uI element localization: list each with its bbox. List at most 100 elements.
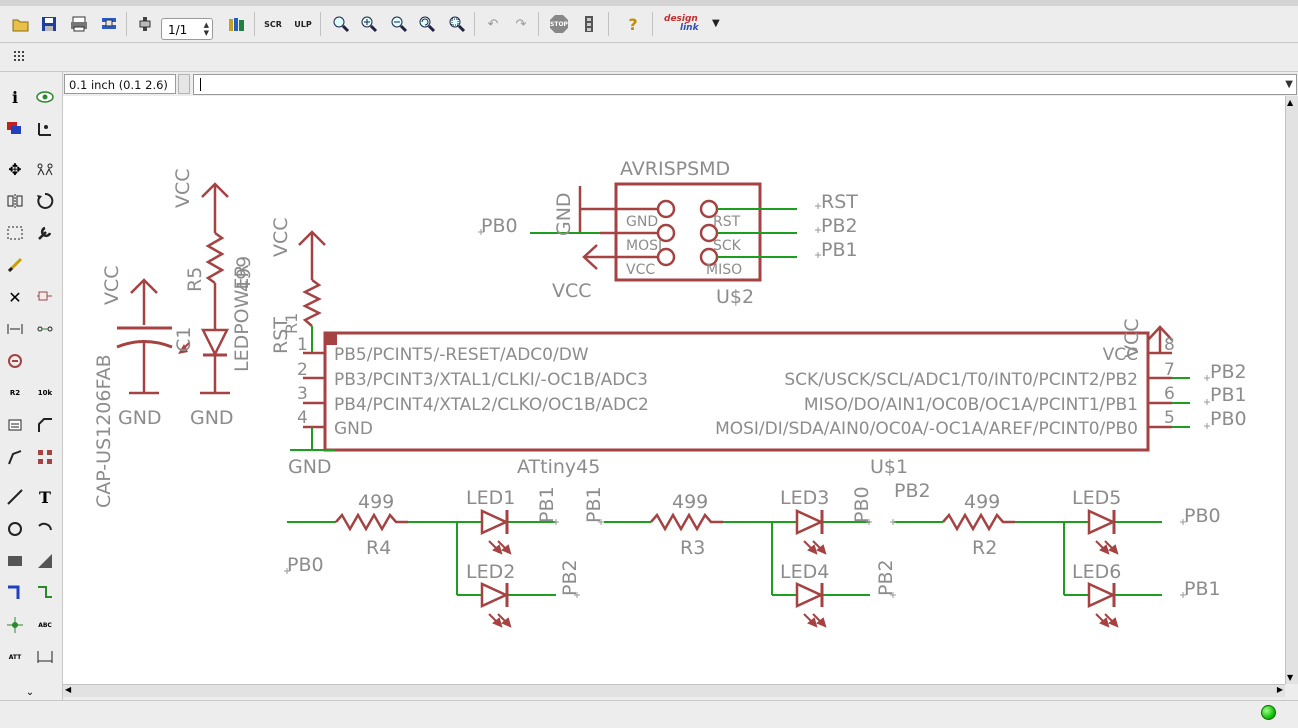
open-icon[interactable]	[10, 13, 32, 35]
ulp-button[interactable]: ULP	[294, 19, 312, 29]
stop-button[interactable]	[548, 13, 570, 35]
board-switch-icon[interactable]	[134, 13, 156, 35]
delete-icon[interactable]: ✕	[8, 287, 22, 307]
zoom-select-icon[interactable]	[446, 13, 468, 35]
page-spinbox[interactable]: 1/1 ▲▼	[161, 18, 213, 40]
net-label-gnd-c1: GND	[118, 407, 162, 429]
vertical-scrollbar[interactable]: ▲ ▼	[1285, 96, 1298, 684]
dimension-icon[interactable]	[33, 645, 57, 669]
scroll-down-icon[interactable]: ▼	[1287, 673, 1294, 682]
net-label-vcc-r5: VCC	[172, 168, 194, 208]
page-value: 1/1	[168, 23, 188, 37]
pinswap-icon[interactable]	[3, 317, 27, 341]
ic-pin-num-2: 2	[297, 360, 308, 380]
schematic-drawing: VCC C1 CAP-US1206FAB GND VCC R5 499 LEDP…	[93, 158, 1247, 628]
cam-processor-icon[interactable]	[98, 13, 120, 35]
capacitor-ref-label: C1	[173, 327, 195, 352]
ic-pin-num-5: 5	[1164, 408, 1175, 428]
mirror-icon[interactable]	[3, 189, 27, 213]
net-label-pb0-ic: PB0	[1210, 408, 1247, 430]
help-icon[interactable]: ?	[628, 14, 638, 34]
resistor-r1[interactable]	[298, 230, 326, 354]
smash-icon[interactable]	[3, 413, 27, 437]
schematic-canvas[interactable]: VCC C1 CAP-US1206FAB GND VCC R5 499 LEDP…	[63, 96, 1285, 684]
zoom-fit-icon[interactable]	[330, 13, 352, 35]
net-label-pb2-led2: PB2	[559, 559, 581, 596]
grid-icon[interactable]	[10, 46, 32, 68]
resistor-r4-value: 499	[358, 491, 394, 513]
led-group-3[interactable]	[894, 509, 1162, 628]
coordinate-button[interactable]	[178, 74, 190, 94]
capacitor-package-label: CAP-US1206FAB	[93, 354, 115, 508]
redo-icon[interactable]: ↷	[515, 16, 527, 32]
command-history-dropdown-icon[interactable]: ▼	[1285, 79, 1293, 90]
spin-arrows-icon[interactable]: ▲▼	[203, 21, 209, 37]
attribute-button[interactable]: ATT	[8, 653, 22, 661]
ic-ref-label: U$1	[870, 456, 908, 478]
command-input[interactable]: ▼	[193, 74, 1297, 95]
designlink-dropdown-icon[interactable]: ▼	[712, 18, 720, 29]
undo-icon[interactable]: ↶	[487, 16, 499, 32]
scroll-up-icon[interactable]: ▲	[1287, 98, 1294, 107]
net-label-pb0-led3: PB0	[851, 486, 873, 523]
isp-pin-sck: SCK	[713, 238, 742, 254]
junction-icon[interactable]	[3, 613, 27, 637]
display-layers-icon[interactable]	[3, 117, 27, 141]
more-tools-icon[interactable]: ⌄	[25, 686, 35, 698]
ic-attiny45[interactable]	[290, 325, 1190, 452]
go-icon[interactable]	[578, 13, 600, 35]
show-icon[interactable]	[33, 85, 57, 109]
arc-icon[interactable]	[33, 517, 57, 541]
capacitor-c1[interactable]	[116, 278, 190, 395]
miter-icon[interactable]	[33, 413, 57, 437]
led4-label: LED4	[780, 561, 829, 583]
main-toolbar: 1/1 ▲▼ SCR ULP ↶ ↷ STOP ? design link ▼	[0, 6, 1298, 43]
circle-icon[interactable]	[3, 517, 27, 541]
label-button[interactable]: ABC	[38, 621, 52, 629]
horizontal-scrollbar[interactable]: ◀ ▶	[63, 684, 1285, 697]
info-icon[interactable]: i	[11, 87, 19, 107]
split-icon[interactable]	[3, 445, 27, 469]
scroll-right-icon[interactable]: ▶	[1276, 685, 1283, 694]
script-button[interactable]: SCR	[264, 19, 282, 29]
add-icon[interactable]	[33, 285, 57, 309]
change-icon[interactable]	[33, 221, 57, 245]
value-button[interactable]: 10k	[37, 388, 53, 397]
origin-markers	[284, 203, 1210, 598]
zoom-in-icon[interactable]	[358, 13, 380, 35]
gateswap-icon[interactable]	[33, 317, 57, 341]
zoom-redraw-icon[interactable]	[416, 13, 438, 35]
led-group-1[interactable]	[287, 509, 556, 628]
ic-pin-label-2: PB3/PCINT3/XTAL1/CLKI/-OC1B/ADC3	[334, 370, 648, 390]
rotate-icon[interactable]	[33, 189, 57, 213]
net-icon[interactable]	[33, 581, 57, 605]
move-icon[interactable]: ✥	[8, 159, 22, 179]
rect-icon[interactable]	[3, 549, 27, 573]
scroll-left-icon[interactable]: ◀	[65, 685, 72, 694]
led-group-2[interactable]	[604, 509, 870, 628]
isp-pin-vcc: VCC	[626, 262, 655, 278]
designlink-button[interactable]: design link	[664, 14, 699, 33]
resistor-r5-power-led[interactable]	[200, 182, 230, 395]
zoom-out-icon[interactable]	[388, 13, 410, 35]
wire-icon[interactable]	[3, 485, 27, 509]
ic-pin-num-1: 1	[297, 335, 308, 355]
library-icon[interactable]	[226, 13, 248, 35]
text-tool[interactable]: T	[39, 487, 51, 507]
replace-icon[interactable]	[3, 349, 27, 373]
group-icon[interactable]	[3, 221, 27, 245]
net-label-pb1-row2: PB1	[583, 486, 605, 523]
net-label-pb2-row3: PB2	[894, 480, 931, 502]
net-label-pb2-isp: PB2	[821, 215, 858, 237]
save-icon[interactable]	[38, 13, 60, 35]
bus-icon[interactable]	[3, 581, 27, 605]
name-button[interactable]: R2	[9, 388, 21, 397]
print-icon[interactable]	[68, 13, 90, 35]
copy-icon[interactable]	[33, 157, 57, 181]
invoke-icon[interactable]	[33, 445, 57, 469]
isp-header[interactable]	[530, 182, 797, 282]
ic-pin-label-6: MISO/DO/AIN1/OC0B/OC1A/PCINT1/PB1	[804, 395, 1138, 415]
polygon-icon[interactable]	[33, 549, 57, 573]
paste-icon[interactable]	[3, 253, 27, 277]
mark-icon[interactable]	[33, 117, 57, 141]
